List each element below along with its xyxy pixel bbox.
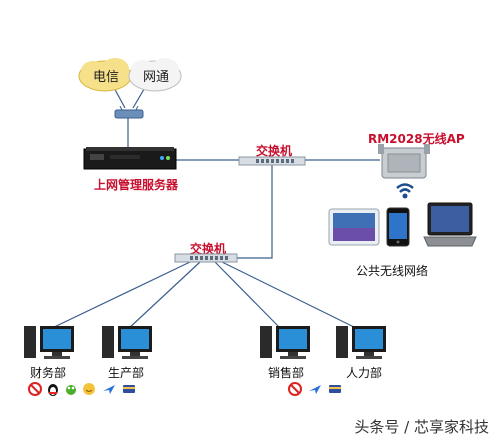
ap-label: RM2028无线AP <box>368 132 465 146</box>
cloud-telecom: 电信 <box>78 58 132 92</box>
card-icon <box>329 385 341 393</box>
plane-icon <box>103 385 115 394</box>
finance-computer-icon <box>24 326 74 359</box>
wifi-signal-icon <box>396 183 414 199</box>
server-label: 上网管理服务器 <box>94 178 179 192</box>
sub-switch-label: 交换机 <box>190 242 227 256</box>
card-icon <box>123 385 135 393</box>
main-switch-icon <box>238 156 306 166</box>
wireless-network-label: 公共无线网络 <box>356 264 429 278</box>
tablet-icon <box>328 208 380 246</box>
smiley-icon <box>83 383 95 395</box>
plane-icon <box>309 385 321 394</box>
main-switch-label: 交换机 <box>256 144 293 158</box>
forbidden-icon <box>288 382 302 396</box>
isp-telecom-label: 电信 <box>93 70 119 85</box>
watermark-text: 头条号 / 芯享家科技 <box>351 415 492 438</box>
server-icon <box>83 147 177 170</box>
dept-label-hr: 人力部 <box>346 366 383 380</box>
isp-netcom-label: 网通 <box>143 70 169 85</box>
sales-computer-icon <box>260 326 310 359</box>
wireless-ap-icon <box>378 144 430 179</box>
qq-penguin-icon <box>48 384 58 396</box>
hr-computer-icon <box>336 326 386 359</box>
dept-label-production: 生产部 <box>108 366 145 380</box>
forbidden-icon <box>28 382 42 396</box>
production-computer-icon <box>102 326 152 359</box>
router-icon <box>114 106 144 119</box>
smartphone-icon <box>386 207 410 247</box>
game-frog-icon <box>66 385 76 395</box>
dept-label-finance: 财务部 <box>30 366 67 380</box>
laptop-icon <box>423 202 477 247</box>
sub-switch-icon <box>174 253 238 263</box>
internet-clouds: 电信 网通 <box>78 58 182 92</box>
dept-label-sales: 销售部 <box>268 366 305 380</box>
cloud-netcom: 网通 <box>128 58 182 92</box>
